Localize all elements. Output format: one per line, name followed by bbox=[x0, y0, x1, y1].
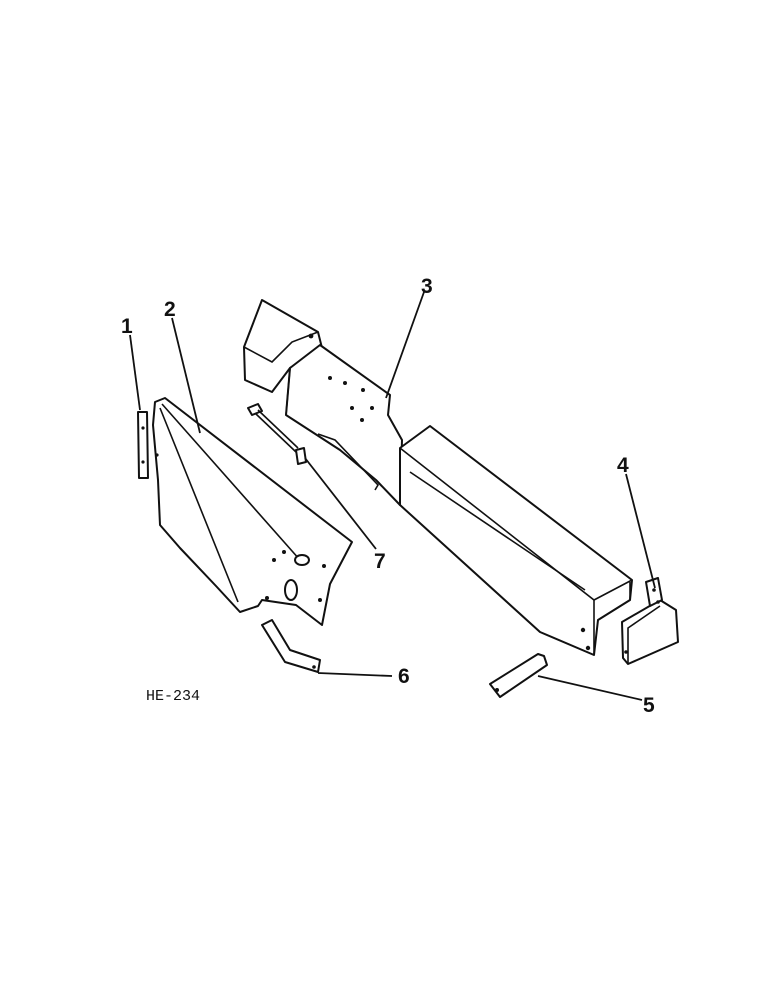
part-5-strap bbox=[489, 653, 548, 698]
leader-lines bbox=[129, 291, 656, 701]
callout-3: 3 bbox=[421, 275, 433, 298]
callout-4: 4 bbox=[617, 454, 629, 477]
part-3-shield-housing bbox=[243, 299, 633, 656]
leader-3 bbox=[385, 291, 425, 399]
callout-6: 6 bbox=[398, 665, 410, 688]
callout-5: 5 bbox=[643, 694, 655, 717]
callout-7: 7 bbox=[374, 550, 386, 573]
part-6-bracket bbox=[261, 619, 321, 673]
leader-7 bbox=[304, 457, 377, 550]
figure-code: HE-234 bbox=[146, 688, 200, 705]
callout-2: 2 bbox=[164, 298, 176, 321]
part-7-rod bbox=[247, 403, 379, 491]
leader-4 bbox=[625, 473, 656, 589]
leader-5 bbox=[537, 675, 643, 701]
part-4-end-bracket bbox=[621, 577, 679, 665]
callout-1: 1 bbox=[121, 315, 133, 338]
part-1-strip bbox=[137, 411, 149, 479]
leader-6 bbox=[317, 672, 393, 677]
leader-1 bbox=[129, 334, 141, 411]
leader-2 bbox=[171, 317, 201, 434]
part-2-side-panel bbox=[152, 397, 353, 626]
